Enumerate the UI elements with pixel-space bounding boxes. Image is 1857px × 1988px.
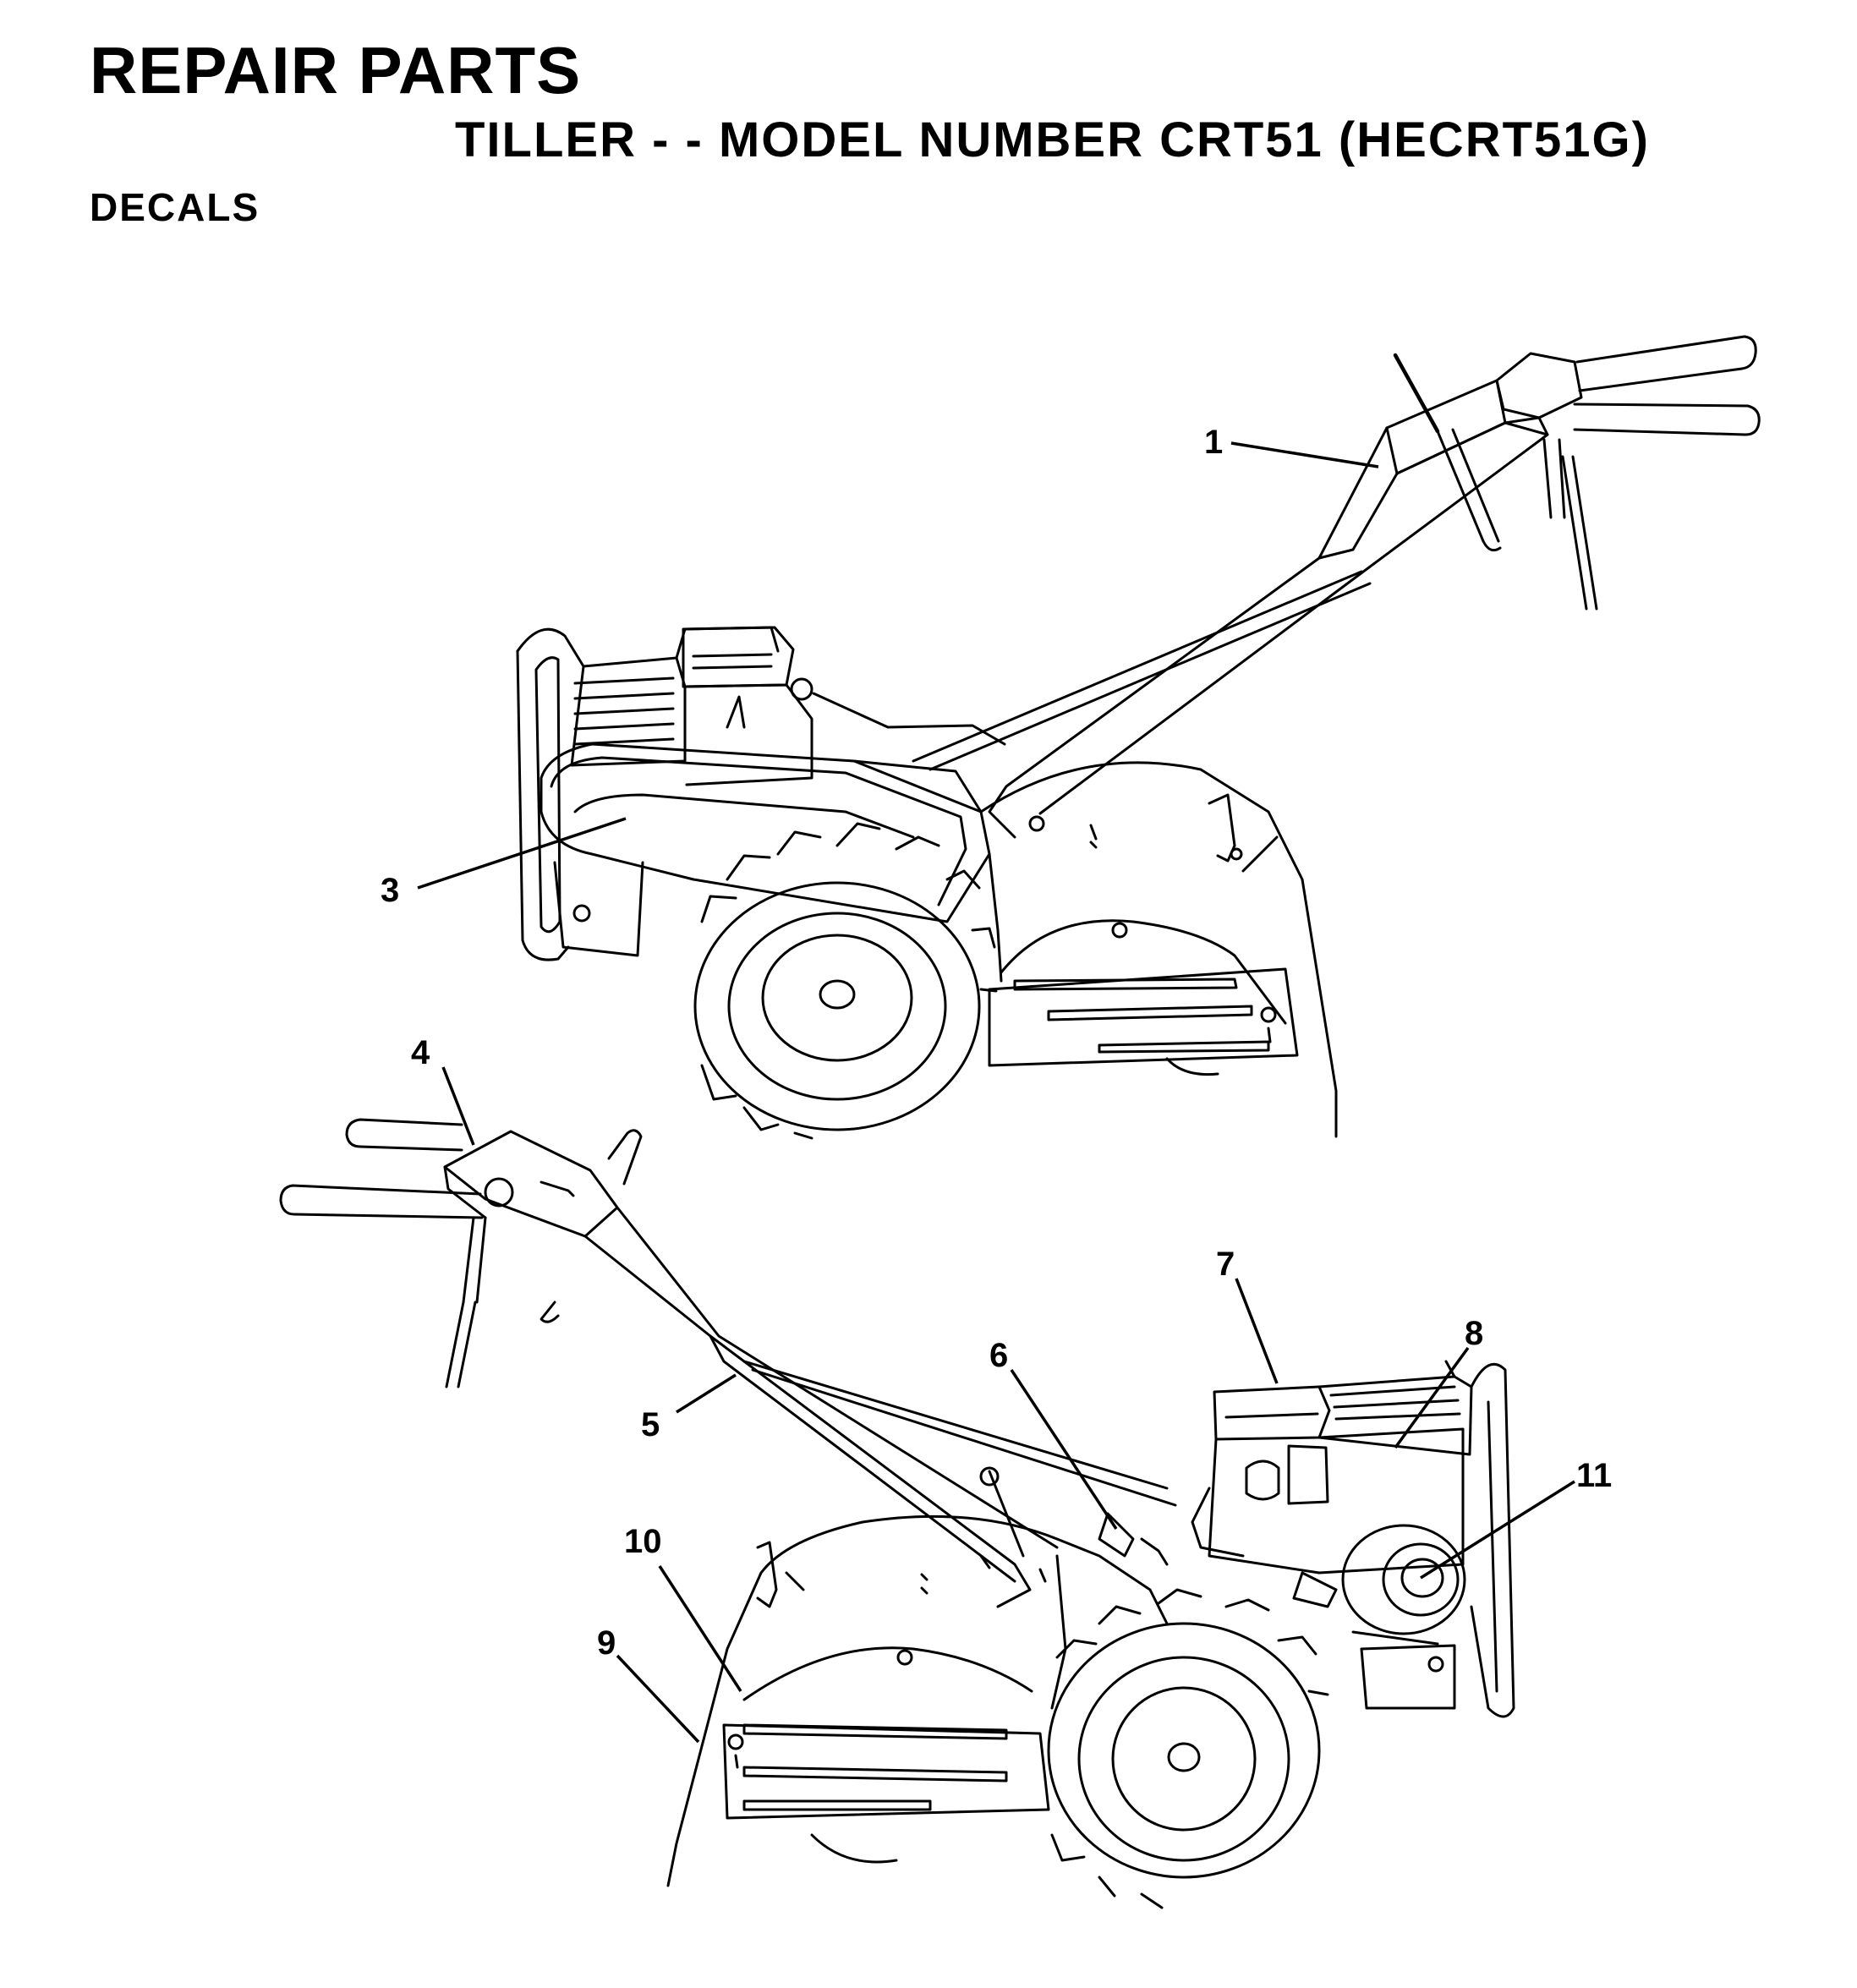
leader-3 (417, 817, 627, 890)
leader-5 (676, 1373, 737, 1414)
callout-leaders (417, 441, 1575, 1744)
tiller-top-view (516, 335, 1761, 1140)
page-title: REPAIR PARTS (90, 33, 582, 107)
callout-5: 5 (641, 1406, 660, 1443)
leader-11 (1420, 1480, 1575, 1580)
callout-9: 9 (597, 1624, 616, 1662)
leader-9 (616, 1654, 700, 1744)
leader-10 (658, 1565, 742, 1692)
callout-10: 10 (624, 1523, 662, 1560)
callout-11: 11 (1576, 1457, 1612, 1494)
callout-3: 3 (381, 872, 399, 909)
leader-4 (441, 1066, 475, 1146)
callout-7: 7 (1216, 1246, 1235, 1283)
callout-labels: 1 3 4 5 6 7 8 9 10 11 (381, 424, 1612, 1662)
callout-6: 6 (989, 1337, 1008, 1374)
model-subtitle: TILLER - - MODEL NUMBER CRT51 (HECRT51G) (455, 112, 1650, 167)
tiller-bottom-view (279, 1118, 1515, 1909)
leader-7 (1235, 1278, 1279, 1384)
leader-1 (1230, 441, 1379, 468)
callout-8: 8 (1465, 1315, 1483, 1352)
callout-1: 1 (1204, 424, 1223, 461)
section-heading: DECALS (90, 185, 260, 229)
leader-8 (1394, 1346, 1470, 1449)
callout-4: 4 (411, 1034, 430, 1071)
leader-6 (1010, 1369, 1118, 1530)
